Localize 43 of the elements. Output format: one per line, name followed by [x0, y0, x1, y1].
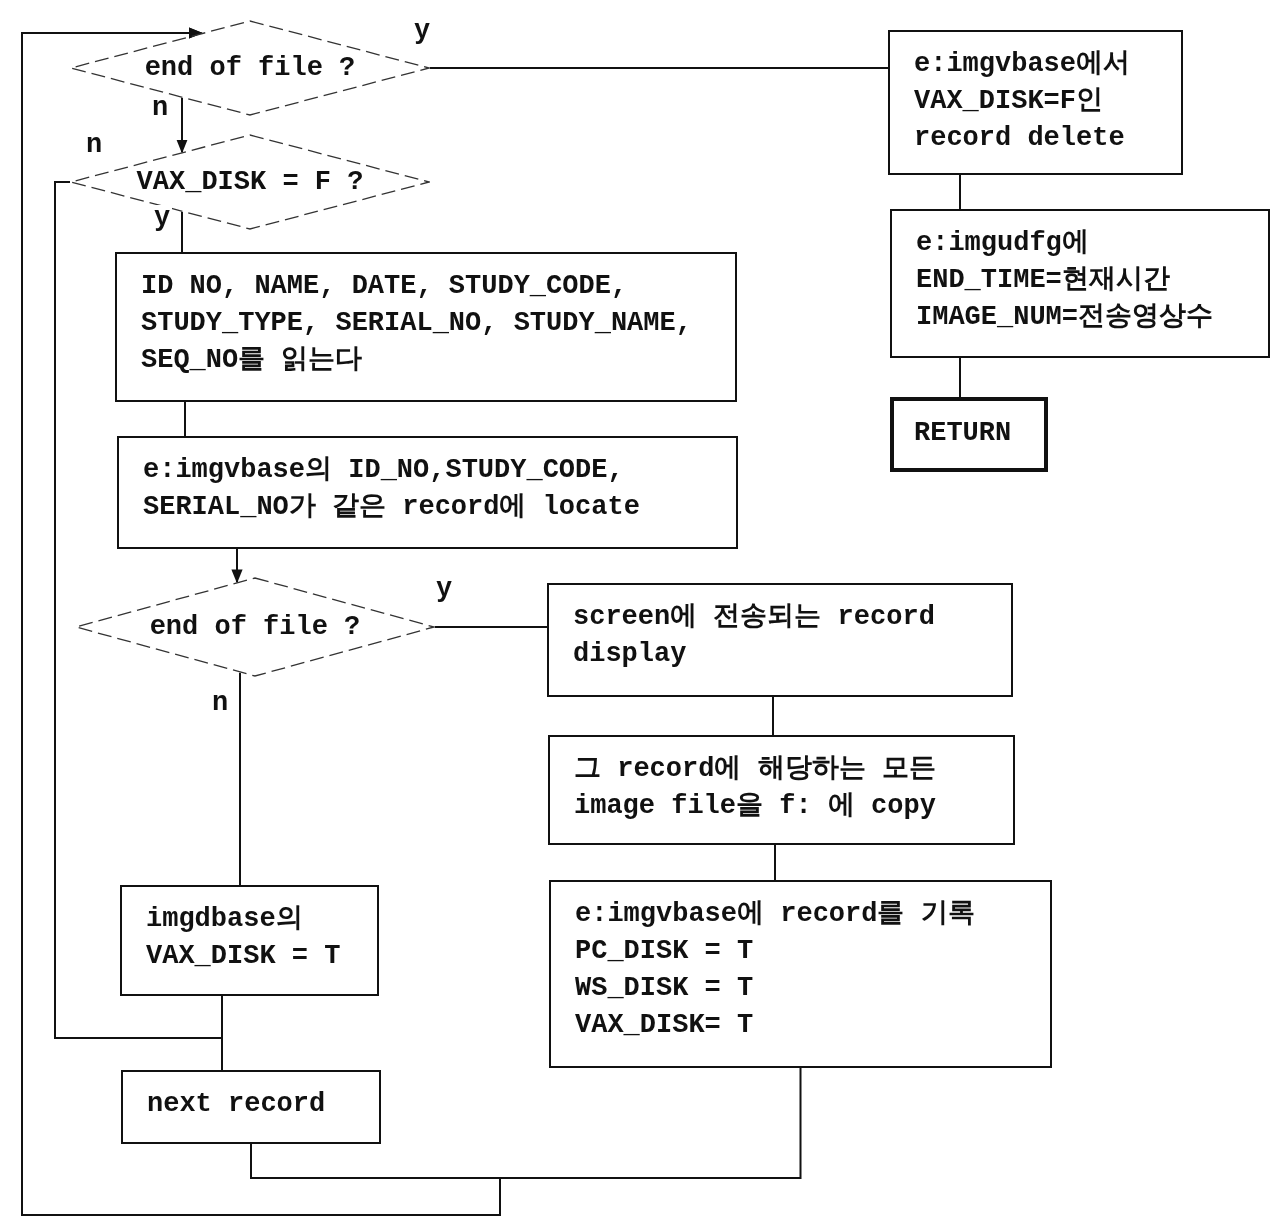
box-text: WS_DISK = T: [575, 972, 755, 1005]
box-text: screen에 전송되는 record display: [573, 601, 936, 671]
box-text: VAX_DISK= T: [575, 1009, 755, 1042]
box-text: imgdbase의 VAX_DISK = T: [146, 903, 342, 973]
terminal-box: [890, 397, 1048, 472]
decision-diamond: [70, 20, 430, 116]
connector-line: [959, 357, 961, 398]
box-text: e:imgvbase의 ID_NO,STUDY_CODE, SERIAL_NO가 같은 record에 locate: [143, 454, 641, 524]
box-text: e:imgudfg에: [916, 227, 1090, 260]
box-text: PC_DISK = T: [575, 935, 755, 968]
box-text: IMAGE_NUM=전송영상수: [916, 301, 1215, 334]
process-box: [121, 1070, 381, 1144]
process-box: [888, 30, 1183, 175]
box-text: END_TIME=현재시간: [916, 264, 1171, 297]
process-box: [115, 252, 737, 402]
box-text: RETURN: [914, 417, 1013, 450]
box-text: e:imgvbase에서 VAX_DISK=F인 record delete: [914, 48, 1132, 155]
connector-line: [774, 844, 776, 881]
connector-line: [184, 401, 186, 437]
box-text: e:imgvbase에 record를 기록: [575, 898, 976, 931]
connector-line: [959, 174, 961, 210]
process-box: [548, 735, 1015, 845]
process-box: [117, 436, 738, 549]
process-box: [120, 885, 379, 996]
connector-line: [429, 67, 889, 69]
connector-line: [181, 210, 183, 253]
decision-text: end of file ?: [144, 53, 356, 83]
decision-diamond: [70, 134, 430, 230]
arrow: [176, 96, 188, 154]
connector-line: [239, 671, 241, 886]
box-text: ID NO, NAME, DATE, STUDY_CODE, STUDY_TYPE, SERIAL_NO, STUDY_NAME, SEQ_NO를 읽는다: [141, 270, 693, 377]
process-box: [890, 209, 1270, 358]
decision-text: VAX_DISK = F ?: [136, 167, 364, 197]
decision-text: end of file ?: [149, 612, 361, 642]
connector-line: [772, 696, 774, 736]
box-text: 그 record에 해당하는 모든 image file을 f: 에 copy: [574, 753, 937, 823]
process-box: [547, 583, 1013, 697]
edge-label: y: [152, 205, 173, 231]
process-box: [549, 880, 1052, 1068]
connector-line: [434, 626, 548, 628]
box-text: next record: [147, 1088, 327, 1121]
arrow: [21, 27, 802, 1216]
arrow: [231, 548, 243, 584]
